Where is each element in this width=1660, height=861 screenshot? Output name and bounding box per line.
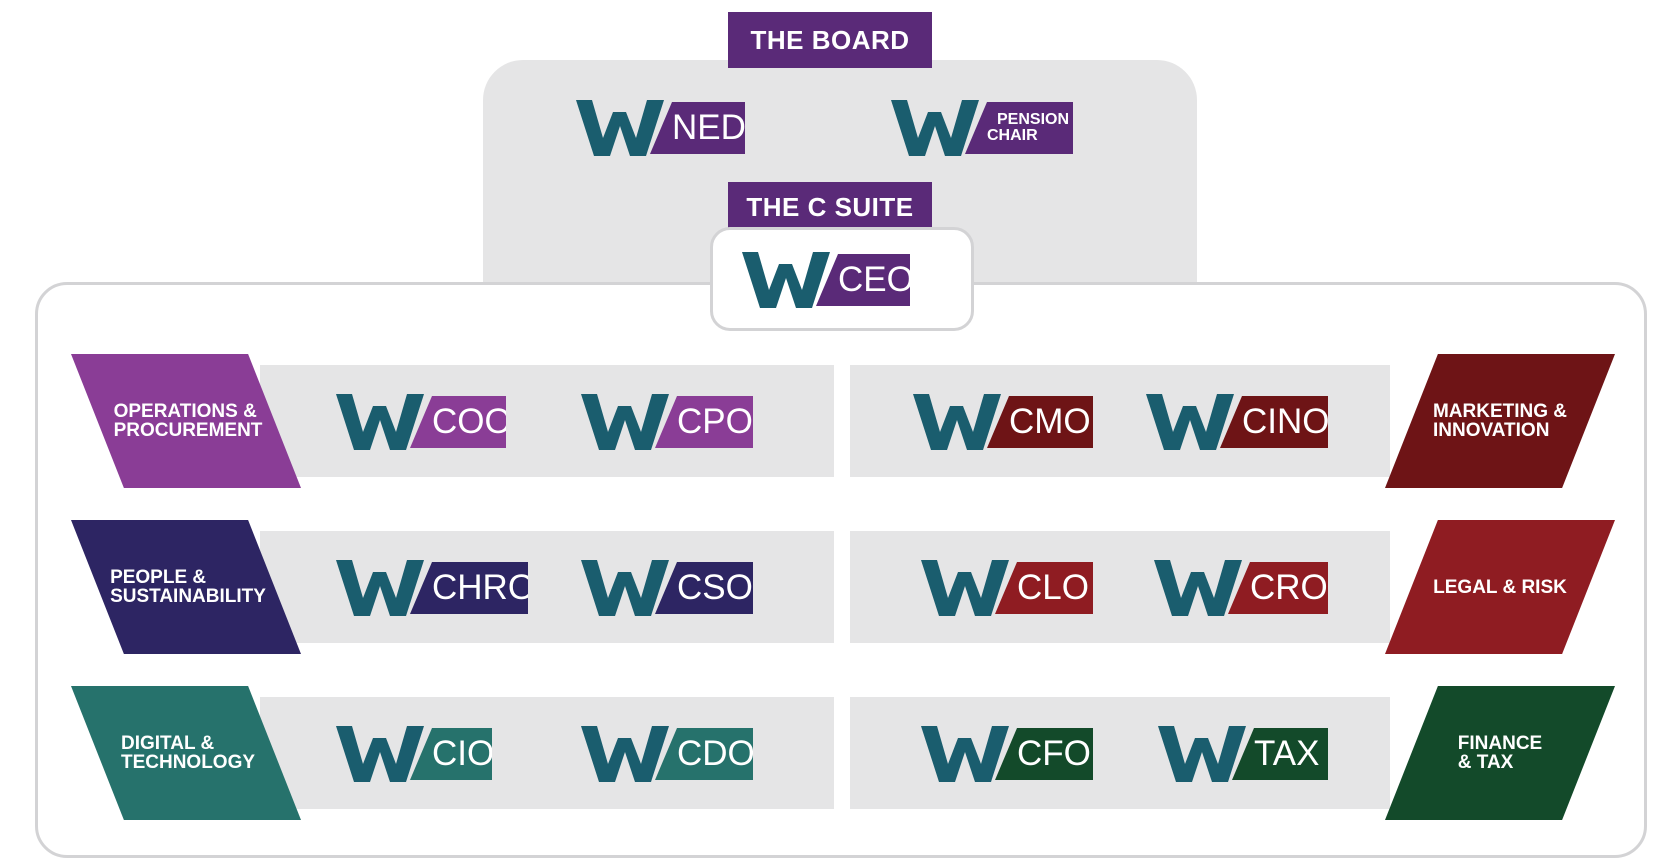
tax-badge: TAX — [1158, 726, 1328, 782]
ceo-badge: CEO — [742, 252, 910, 308]
w-logo-icon — [336, 560, 424, 616]
w-logo-icon — [921, 726, 1009, 782]
c-suite-title: THE C SUITE — [728, 182, 932, 232]
dept-label: FINANCE & TAX — [1457, 733, 1543, 773]
cro-badge: CRO — [1154, 560, 1328, 616]
dept-label: DIGITAL & TECHNOLOGY — [120, 733, 256, 773]
w-logo-icon — [581, 394, 669, 450]
cso-badge: CSO — [581, 560, 753, 616]
w-logo-icon — [921, 560, 1009, 616]
w-logo-icon — [913, 394, 1001, 450]
board-title: THE BOARD — [728, 12, 932, 68]
w-logo-icon — [891, 100, 979, 156]
pension-chair-label: PENSION CHAIR — [965, 102, 1073, 154]
dept-label: MARKETING & INNOVATION — [1432, 401, 1568, 441]
w-logo-icon — [581, 726, 669, 782]
chro-label: CHRO — [410, 562, 528, 614]
w-logo-icon — [1154, 560, 1242, 616]
cso-label: CSO — [655, 562, 753, 614]
pension-chair-badge: PENSION CHAIR — [891, 100, 1073, 156]
cio-label: CIO — [410, 728, 492, 780]
w-logo-icon — [1158, 726, 1246, 782]
cino-badge: CINO — [1146, 394, 1328, 450]
cino-label: CINO — [1220, 396, 1328, 448]
chro-badge: CHRO — [336, 560, 528, 616]
w-logo-icon — [336, 394, 424, 450]
w-logo-icon — [576, 100, 664, 156]
cfo-badge: CFO — [921, 726, 1093, 782]
clo-badge: CLO — [921, 560, 1093, 616]
pension-label-line1: PENSION — [997, 111, 1070, 128]
w-logo-icon — [742, 252, 830, 308]
dept-label: PEOPLE & SUSTAINABILITY — [110, 567, 266, 607]
cio-badge: CIO — [336, 726, 492, 782]
ned-badge: NED — [576, 100, 745, 156]
coo-badge: COO — [336, 394, 506, 450]
cdo-badge: CDO — [581, 726, 753, 782]
ceo-label: CEO — [816, 254, 910, 306]
cmo-badge: CMO — [913, 394, 1093, 450]
dept-label: OPERATIONS & PROCUREMENT — [113, 401, 263, 441]
w-logo-icon — [336, 726, 424, 782]
dept-label: LEGAL & RISK — [1433, 576, 1567, 598]
w-logo-icon — [1146, 394, 1234, 450]
cpo-badge: CPO — [581, 394, 753, 450]
w-logo-icon — [581, 560, 669, 616]
pension-label-line2: CHAIR — [987, 127, 1038, 144]
